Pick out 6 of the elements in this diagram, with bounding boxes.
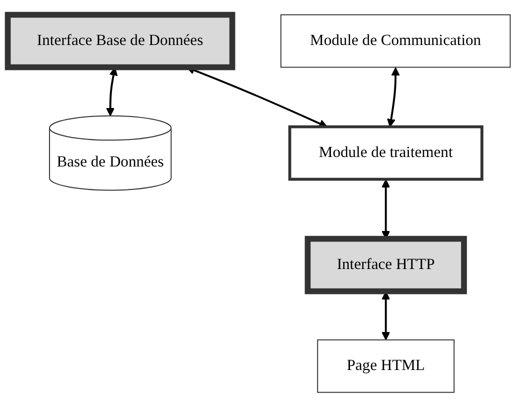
node-box: Module de traitement	[288, 125, 484, 181]
node-box: Module de Communication	[280, 14, 511, 68]
node-box: Interface HTTP	[304, 236, 467, 294]
node-box: Page HTML	[317, 339, 455, 393]
node-box: Interface Base de Données	[4, 12, 236, 70]
arrow	[386, 67, 400, 128]
